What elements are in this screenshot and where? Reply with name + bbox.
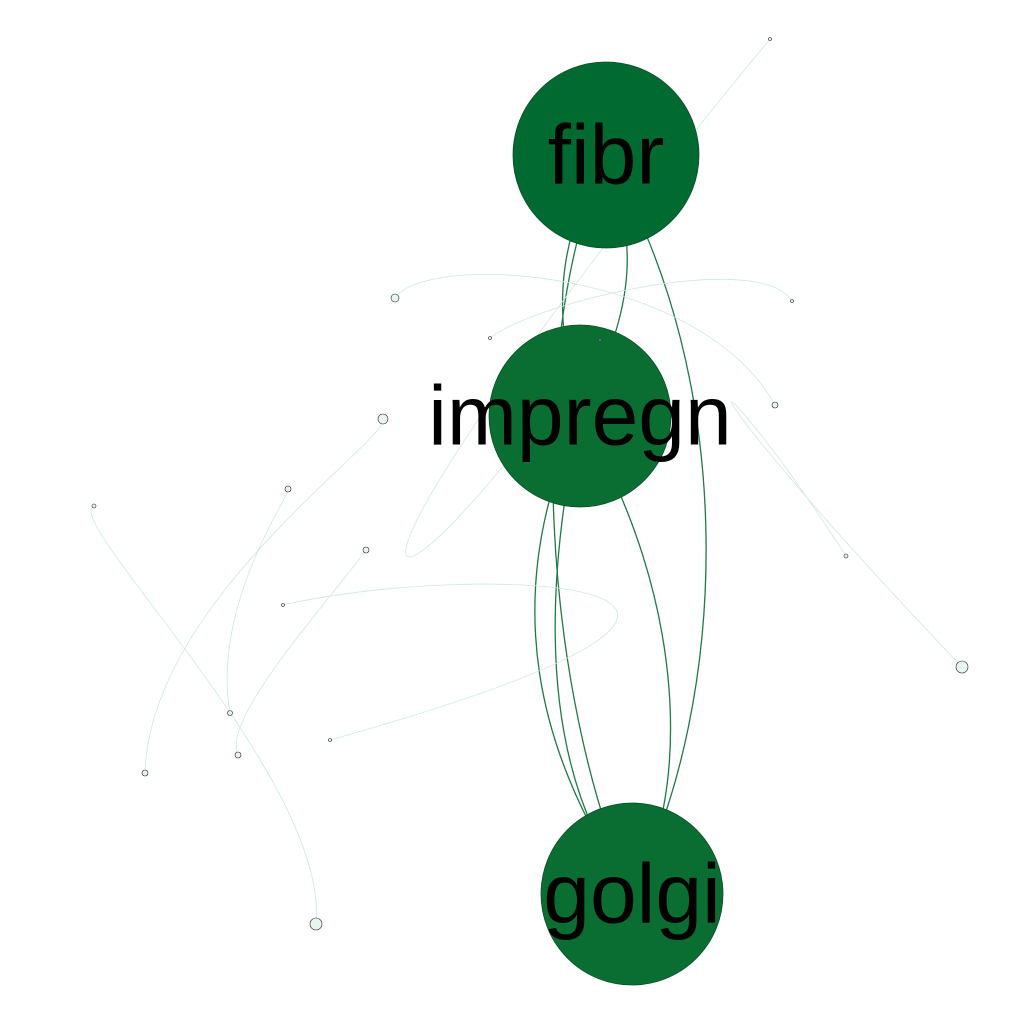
node-circle-n18 (955, 660, 969, 674)
node-circle-n6 (362, 546, 370, 554)
node-label-golgi: golgi (543, 847, 720, 941)
edge-n9-n18 (730, 401, 963, 668)
node-n18 (955, 660, 969, 674)
node-circle-n3 (377, 413, 389, 425)
node-n2 (488, 336, 492, 340)
node-n4 (284, 485, 292, 493)
node-circle-n7 (281, 603, 285, 607)
node-circle-impregn (488, 324, 672, 508)
node-circle-n5 (91, 503, 97, 509)
node-impregn: impregn (428, 324, 732, 508)
node-n17 (598, 338, 602, 342)
edge-n1-n10 (394, 273, 776, 406)
node-n1 (390, 293, 400, 303)
node-n12 (141, 769, 149, 777)
node-circle-n14 (309, 917, 323, 931)
node-n13 (227, 710, 233, 716)
edge-n8-n17 (405, 38, 771, 558)
node-label-impregn: impregn (428, 369, 731, 463)
node-circle-n1 (390, 293, 400, 303)
node-n14 (309, 917, 323, 931)
node-circle-n10 (771, 401, 779, 409)
edge-fibr-golgi (605, 154, 707, 895)
node-n8 (768, 37, 772, 41)
edge-n5-n14 (90, 505, 317, 925)
node-circle-n17 (598, 338, 602, 342)
node-n16 (328, 738, 332, 742)
node-n3 (377, 413, 389, 425)
node-n15 (234, 751, 242, 759)
node-n11 (790, 299, 794, 303)
node-fibr: fibr (512, 61, 700, 249)
node-n9 (843, 553, 849, 559)
node-circle-n4 (284, 485, 292, 493)
edge-n3-n12 (144, 418, 384, 774)
node-n10 (771, 401, 779, 409)
edge-fibr-golgi (552, 154, 633, 895)
node-circle-n15 (234, 751, 242, 759)
node-circle-n9 (843, 553, 849, 559)
node-circle-n8 (768, 37, 772, 41)
node-circle-golgi (540, 802, 724, 986)
node-n7 (281, 603, 285, 607)
node-circle-fibr (512, 61, 700, 249)
node-golgi: golgi (540, 802, 724, 986)
node-n6 (362, 546, 370, 554)
nodes-layer: fibr impregn golgi (91, 37, 969, 986)
node-n5 (91, 503, 97, 509)
node-circle-n12 (141, 769, 149, 777)
edge-n2-n11 (489, 278, 793, 339)
node-circle-n11 (790, 299, 794, 303)
edge-n7-n16 (282, 583, 618, 741)
edge-n4-n13 (226, 488, 290, 714)
node-label-fibr: fibr (548, 108, 665, 202)
node-circle-n2 (488, 336, 492, 340)
edge-n6-n15 (235, 549, 367, 756)
node-circle-n16 (328, 738, 332, 742)
node-circle-n13 (227, 710, 233, 716)
